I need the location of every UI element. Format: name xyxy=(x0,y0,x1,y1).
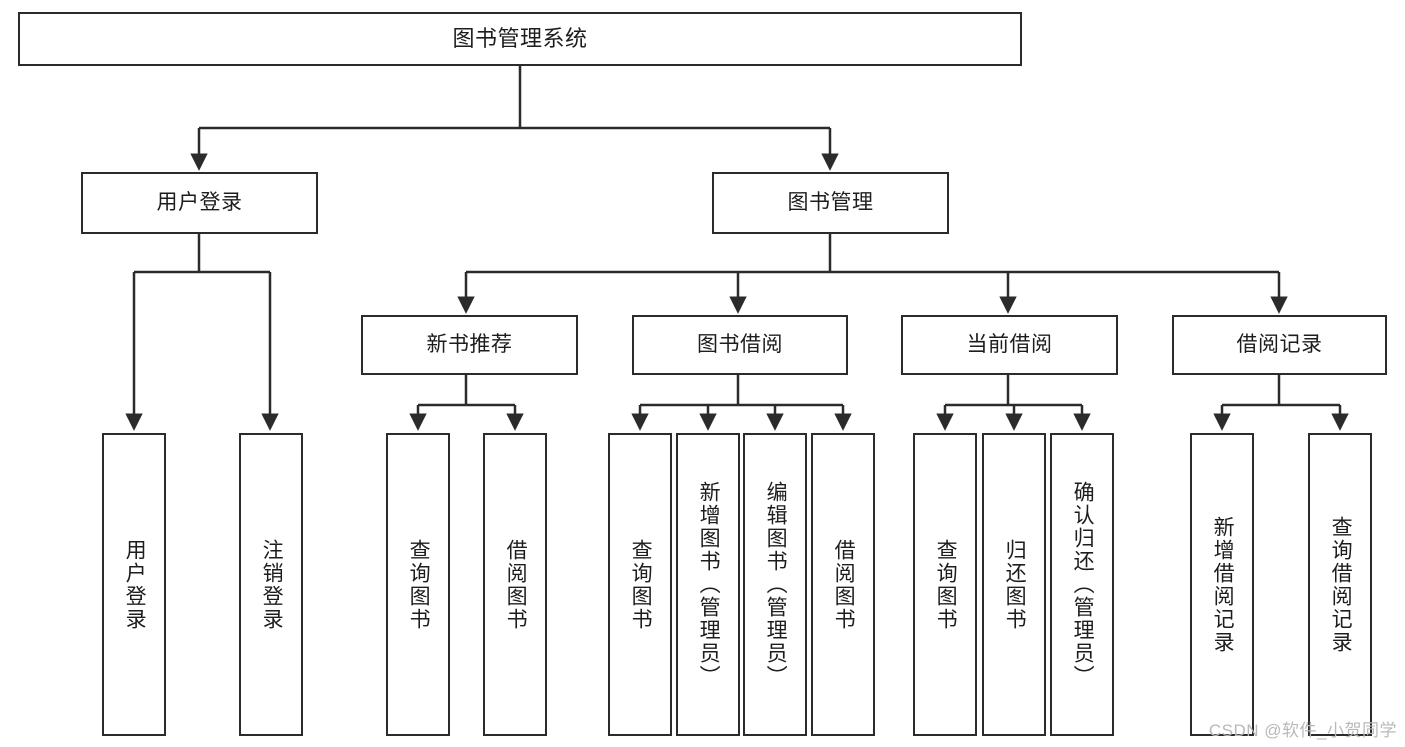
node-leaf-query-book-2[interactable]: 查询图书 xyxy=(608,433,672,736)
node-leaf-borrow-book-2-label: 借阅图书 xyxy=(832,538,856,631)
node-leaf-edit-book[interactable]: 编辑图书（管理员） xyxy=(743,433,807,736)
node-leaf-add-record-label: 新增借阅记录 xyxy=(1211,515,1235,654)
node-new-book-recommend-label: 新书推荐 xyxy=(426,333,513,357)
node-leaf-add-book-label: 新增图书（管理员） xyxy=(697,481,721,688)
node-leaf-confirm-return[interactable]: 确认归还（管理员） xyxy=(1050,433,1114,736)
node-leaf-query-book-3[interactable]: 查询图书 xyxy=(913,433,977,736)
node-leaf-add-record[interactable]: 新增借阅记录 xyxy=(1190,433,1254,736)
node-book-borrow-label: 图书借阅 xyxy=(697,333,783,357)
node-leaf-query-book-1[interactable]: 查询图书 xyxy=(386,433,450,736)
node-borrow-record-label: 借阅记录 xyxy=(1236,333,1323,357)
node-book-borrow[interactable]: 图书借阅 xyxy=(632,315,848,375)
node-leaf-query-book-2-label: 查询图书 xyxy=(629,538,653,631)
node-root-label: 图书管理系统 xyxy=(452,25,588,51)
node-leaf-query-record-label: 查询借阅记录 xyxy=(1329,515,1353,654)
node-leaf-return-book[interactable]: 归还图书 xyxy=(982,433,1046,736)
node-leaf-return-book-label: 归还图书 xyxy=(1003,538,1027,631)
node-user-login[interactable]: 用户登录 xyxy=(81,172,318,234)
node-borrow-record[interactable]: 借阅记录 xyxy=(1172,315,1387,375)
node-current-borrow-label: 当前借阅 xyxy=(966,333,1053,357)
csdn-watermark: CSDN @软件_小贺同学 xyxy=(1208,721,1397,740)
node-leaf-add-book[interactable]: 新增图书（管理员） xyxy=(676,433,740,736)
node-leaf-user-login[interactable]: 用户登录 xyxy=(102,433,166,736)
node-current-borrow[interactable]: 当前借阅 xyxy=(901,315,1118,375)
node-leaf-borrow-book-1-label: 借阅图书 xyxy=(504,538,528,631)
node-root[interactable]: 图书管理系统 xyxy=(18,12,1022,66)
node-leaf-query-book-3-label: 查询图书 xyxy=(934,538,958,631)
node-leaf-user-logout[interactable]: 注销登录 xyxy=(239,433,303,736)
node-leaf-borrow-book-1[interactable]: 借阅图书 xyxy=(483,433,547,736)
node-leaf-borrow-book-2[interactable]: 借阅图书 xyxy=(811,433,875,736)
node-leaf-query-book-1-label: 查询图书 xyxy=(407,538,431,631)
node-leaf-confirm-return-label: 确认归还（管理员） xyxy=(1071,481,1095,688)
node-book-manage-label: 图书管理 xyxy=(787,191,874,215)
node-new-book-recommend[interactable]: 新书推荐 xyxy=(361,315,578,375)
node-leaf-edit-book-label: 编辑图书（管理员） xyxy=(764,481,788,688)
node-user-login-label: 用户登录 xyxy=(156,191,243,215)
node-book-manage[interactable]: 图书管理 xyxy=(712,172,949,234)
node-leaf-user-logout-label: 注销登录 xyxy=(260,538,284,631)
node-leaf-query-record[interactable]: 查询借阅记录 xyxy=(1308,433,1372,736)
node-leaf-user-login-label: 用户登录 xyxy=(123,538,147,631)
